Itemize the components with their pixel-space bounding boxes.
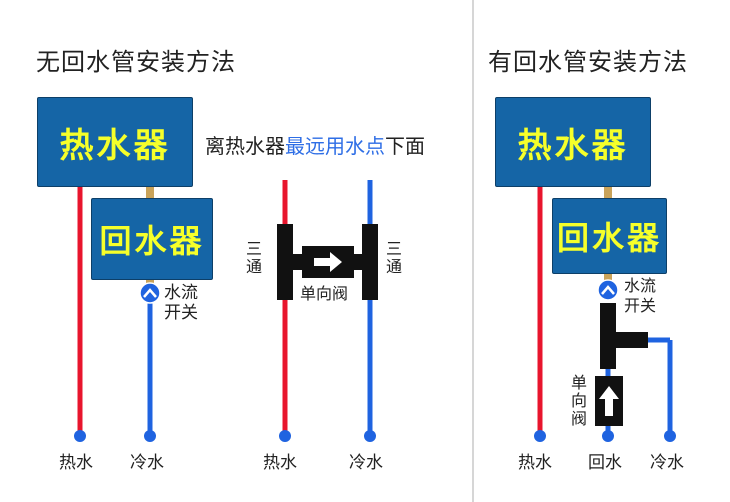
left-hot-end-dot [74, 430, 86, 442]
right-flow-switch-icon [597, 279, 619, 301]
middle-right-tee-fitting [362, 224, 378, 300]
right-check-valve-label: 单向阀 [570, 373, 587, 428]
right-tee-branch [612, 332, 648, 348]
left-heater-connector [146, 185, 154, 199]
right-cold-water-label: 冷水 [650, 453, 684, 473]
right-return-vertical-fitting [600, 303, 616, 369]
left-flow-switch-label: 水流开关 [164, 283, 198, 323]
middle-hot-water-label: 热水 [263, 453, 297, 473]
left-hot-water-label: 热水 [59, 453, 93, 473]
left-cold-end-dot [144, 430, 156, 442]
right-return-end-dot [602, 430, 614, 442]
middle-check-valve-label: 单向阀 [300, 284, 349, 303]
middle-cold-water-label: 冷水 [349, 453, 383, 473]
left-water-heater-box: 热水器 [37, 97, 193, 187]
right-check-valve-arrow-icon [599, 386, 619, 416]
right-water-heater-box: 热水器 [495, 97, 651, 187]
left-recirculator-box: 回水器 [91, 198, 213, 280]
right-section-title: 有回水管安装方法 [488, 48, 688, 76]
right-recirculator-box: 回水器 [552, 198, 667, 274]
left-flow-switch-icon [139, 282, 161, 304]
right-return-water-label: 回水 [588, 453, 622, 473]
middle-install-note: 离热水器最远用水点下面 [205, 130, 425, 159]
left-section-title: 无回水管安装方法 [36, 48, 236, 76]
right-hot-water-label: 热水 [518, 453, 552, 473]
right-hot-end-dot [534, 430, 546, 442]
middle-left-tee-fitting [277, 224, 293, 300]
middle-right-tee-label: 三通 [385, 239, 402, 276]
middle-check-valve-arrow-icon [314, 252, 342, 272]
note-prefix: 离热水器 [205, 134, 285, 158]
left-cold-water-label: 冷水 [130, 453, 164, 473]
right-heater-connector [604, 185, 612, 199]
middle-cold-end-dot [364, 430, 376, 442]
note-highlight: 最远用水点 [285, 134, 385, 158]
left-flow-switch-arrow [143, 288, 157, 298]
right-flow-switch-arrow [601, 285, 615, 295]
right-recirculator-connector [604, 272, 612, 282]
right-cold-end-dot [664, 430, 676, 442]
middle-left-tee-label: 三通 [245, 239, 262, 276]
right-flow-switch-label: 水流开关 [624, 276, 657, 315]
note-suffix: 下面 [385, 134, 425, 158]
middle-hot-end-dot [279, 430, 291, 442]
